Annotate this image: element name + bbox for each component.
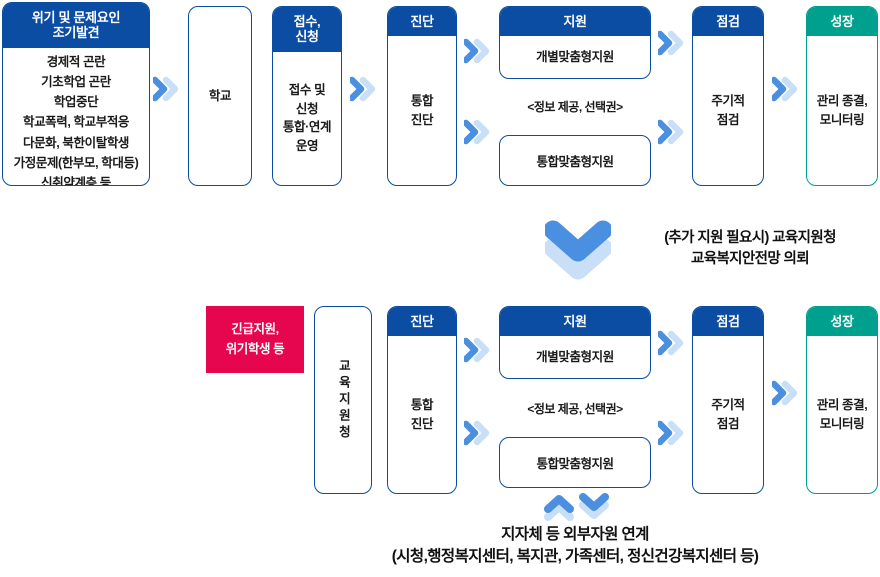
support-box-row1: 지원 개별맞춤형지원 xyxy=(499,6,651,79)
list-item: 기초학업 곤란 xyxy=(41,74,111,89)
urgent-support-box: 긴급지원, 위기학생 등 xyxy=(206,306,304,373)
intake-header: 접수, 신청 xyxy=(273,7,341,52)
chevron-right-icon-2 xyxy=(348,76,378,102)
support-header-row1: 지원 xyxy=(500,7,650,37)
risk-factors-list: 경제적 곤란 기초학업 곤란 학업중단 학교폭력, 학교부적응 다문화, 북한이… xyxy=(3,48,149,186)
check-header-row2: 점검 xyxy=(693,307,763,337)
growth-box-row2: 성장 관리 종결, 모니터링 xyxy=(806,306,878,494)
support-box-row2: 지원 개별맞춤형지원 xyxy=(499,306,651,379)
list-item: 경제적 곤란 xyxy=(46,54,106,69)
list-item: 신취약계층 등 xyxy=(41,176,111,186)
chevron-right-icon-8 xyxy=(462,337,492,363)
education-office-label: 교육지원청 xyxy=(336,358,351,442)
support-header-row2: 지원 xyxy=(500,307,650,337)
list-item: 가정문제(한부모, 학대등) xyxy=(13,155,139,170)
chevron-right-icon-6 xyxy=(656,119,686,145)
growth-body-row2: 관리 종결, 모니터링 xyxy=(816,397,868,431)
intake-box: 접수, 신청 접수 및 신청 통합·연계 운영 xyxy=(272,6,342,186)
chevron-right-icon-10 xyxy=(656,330,686,356)
chevron-right-icon-3 xyxy=(462,38,492,64)
list-item: 다문화, 북한이탈학생 xyxy=(22,135,130,150)
growth-header-row1: 성장 xyxy=(807,7,877,37)
growth-header-row2: 성장 xyxy=(807,307,877,337)
education-office-box: 교육지원청 xyxy=(314,306,372,494)
chevron-right-icon-7 xyxy=(770,76,800,102)
chevron-right-icon-1 xyxy=(151,76,181,102)
support-bottom-item-row1: 통합맞춤형지원 xyxy=(499,135,651,186)
support-bottom-item-row2: 통합맞춤형지원 xyxy=(499,437,651,488)
chevron-right-icon-12 xyxy=(770,380,800,406)
diagnosis-header-row2: 진단 xyxy=(388,307,456,337)
chevron-down-icon-large xyxy=(543,218,613,280)
check-header-row1: 점검 xyxy=(693,7,763,37)
risk-factors-box: 위기 및 문제요인 조기발견 경제적 곤란 기초학업 곤란 학업중단 학교폭력,… xyxy=(2,2,150,186)
growth-box-row1: 성장 관리 종결, 모니터링 xyxy=(806,6,878,186)
chevron-right-icon-5 xyxy=(656,30,686,56)
support-top-item-row1: 개별맞춤형지원 xyxy=(536,49,614,64)
list-item: 학업중단 xyxy=(53,95,99,110)
diagnosis-body-row1: 통합 진단 xyxy=(410,93,434,127)
chevron-right-icon-11 xyxy=(656,420,686,446)
chevron-down-icon-footer xyxy=(578,492,610,522)
check-box-row1: 점검 주기적 점검 xyxy=(692,6,764,186)
diagnosis-box-row2: 진단 통합 진단 xyxy=(387,306,457,494)
risk-factors-header: 위기 및 문제요인 조기발견 xyxy=(3,3,149,48)
list-item: 학교폭력, 학교부적응 xyxy=(22,115,130,130)
diagnosis-body-row2: 통합 진단 xyxy=(410,397,434,431)
transition-caption: (추가 지원 필요시) 교육지원청 교육복지안전망 의뢰 xyxy=(664,230,836,268)
support-mid-label-row2: <정보 제공, 선택권> xyxy=(527,402,623,416)
chevron-up-icon-footer xyxy=(543,492,575,522)
chevron-right-icon-9 xyxy=(462,420,492,446)
footer-caption: 지자체 등 외부자원 연계 (시청,행정복지센터, 복지관, 가족센터, 정신건… xyxy=(391,526,759,566)
check-box-row2: 점검 주기적 점검 xyxy=(692,306,764,494)
support-mid-label-row1: <정보 제공, 선택권> xyxy=(527,100,623,114)
school-label: 학교 xyxy=(208,88,232,103)
check-body-row2: 주기적 점검 xyxy=(711,397,745,431)
school-box: 학교 xyxy=(188,6,252,186)
diagnosis-header-row1: 진단 xyxy=(388,7,456,37)
diagnosis-box-row1: 진단 통합 진단 xyxy=(387,6,457,186)
check-body-row1: 주기적 점검 xyxy=(711,93,745,127)
support-top-item-row2: 개별맞춤형지원 xyxy=(536,349,614,364)
chevron-right-icon-4 xyxy=(462,119,492,145)
growth-body-row1: 관리 종결, 모니터링 xyxy=(816,93,868,127)
intake-body: 접수 및 신청 통합·연계 운영 xyxy=(282,82,332,154)
